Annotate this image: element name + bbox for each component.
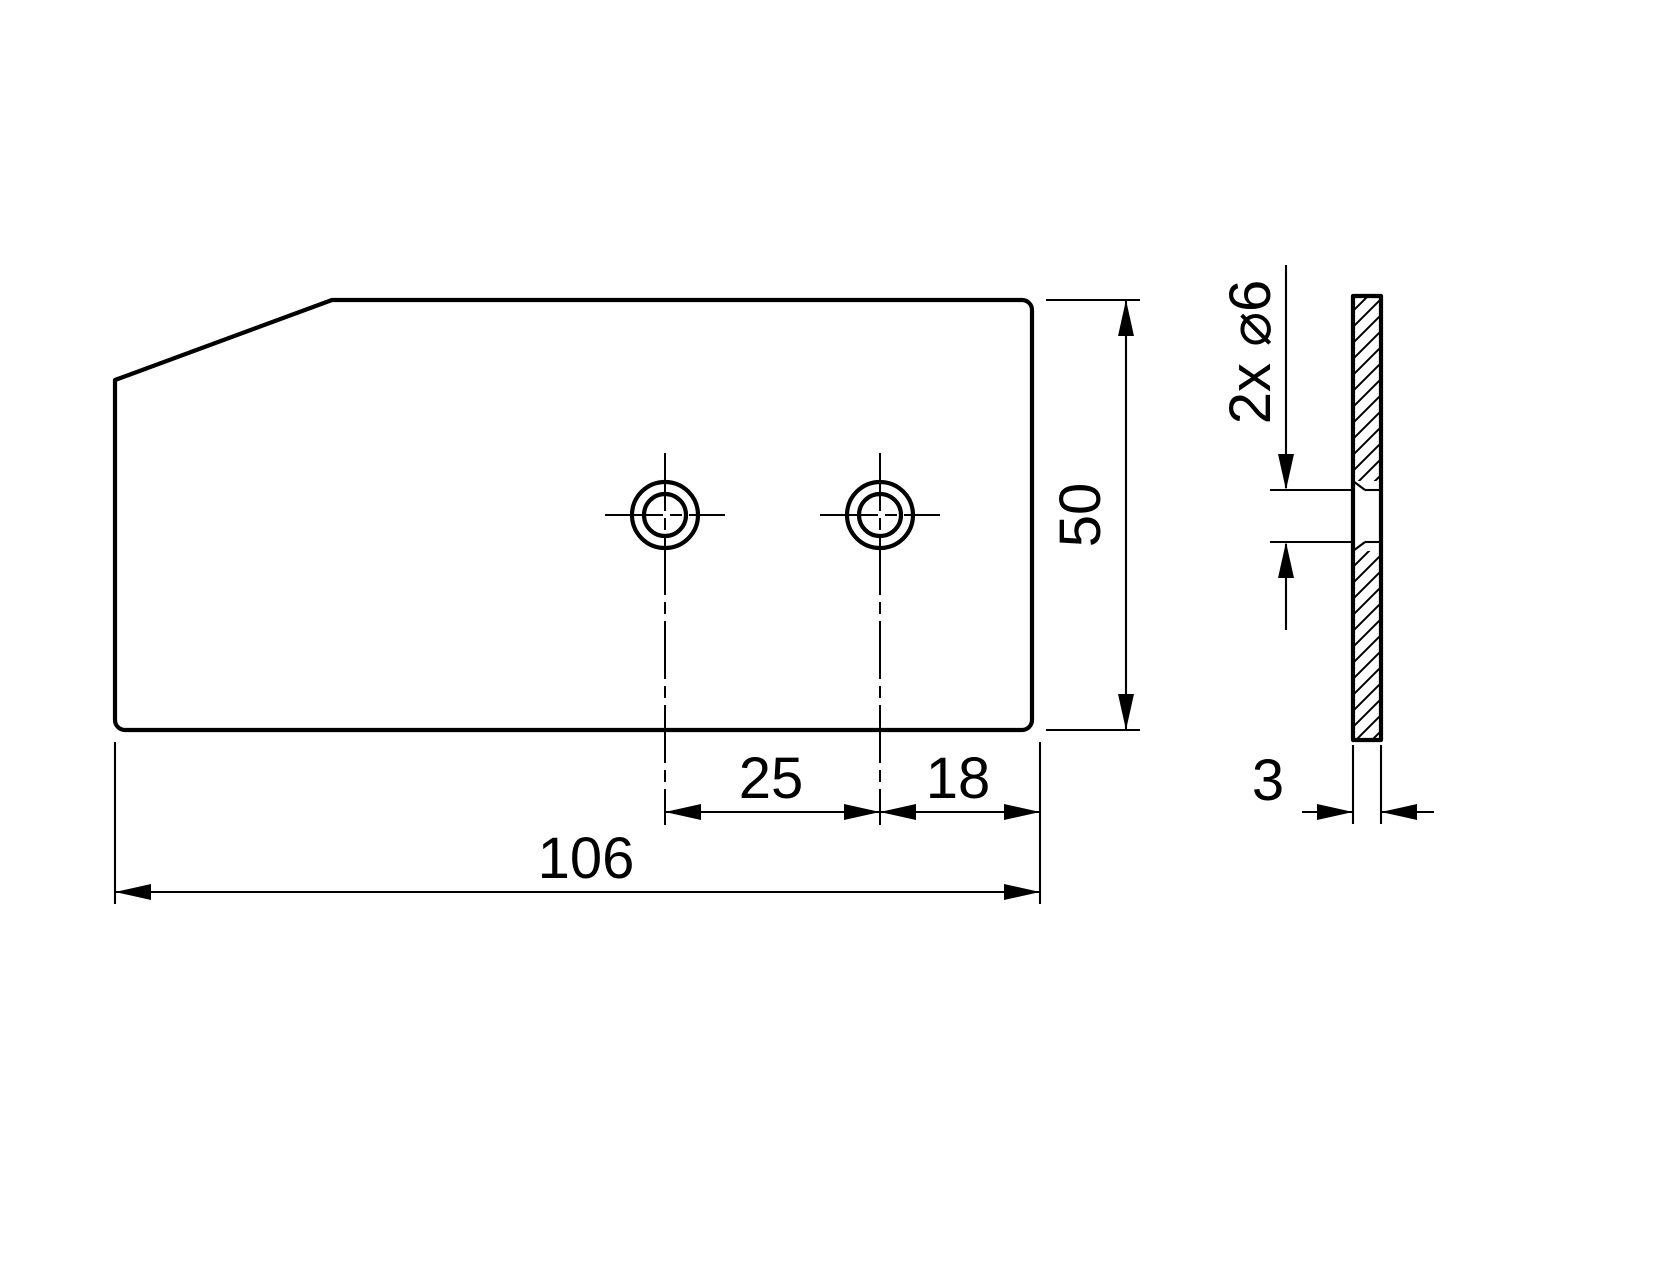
- front-view-outline: [112, 297, 1035, 733]
- dim-3-label: 3: [1252, 748, 1284, 813]
- dim-18-arrow-right: [1004, 804, 1040, 820]
- dimension-overall-width: 106: [113, 742, 1042, 904]
- dim-d6-arrow-bottom: [1278, 542, 1294, 578]
- dim-3-arrow-left: [1317, 804, 1353, 820]
- side-view-hatch-top: [1353, 296, 1381, 481]
- dim-25-label: 25: [739, 746, 804, 811]
- side-view-hatch-bottom: [1353, 551, 1381, 740]
- dim-106-arrow-right: [1004, 884, 1040, 900]
- side-view-outline: [1350, 293, 1384, 743]
- dim-18-label: 18: [926, 746, 991, 811]
- dim-d6-arrow-top: [1278, 454, 1294, 490]
- dim-50-arrow-top: [1118, 300, 1134, 336]
- dim-106-arrow-left: [115, 884, 151, 900]
- dimension-overall-height: 50: [1046, 298, 1140, 732]
- side-hole-countersink-bottom: [1352, 541, 1366, 552]
- dimension-hole-diameter: 2x ⌀6: [1218, 265, 1353, 630]
- side-view: [1350, 293, 1384, 743]
- dim-3-arrow-right: [1381, 804, 1417, 820]
- dim-25-arrow-right: [844, 804, 880, 820]
- dim-50-label: 50: [1048, 483, 1113, 548]
- dimension-hole-spacing: 25: [665, 746, 880, 820]
- dimension-hole-to-edge: 18: [880, 746, 1040, 820]
- dim-d6-label: 2x ⌀6: [1218, 280, 1283, 425]
- dimension-thickness: 3: [1252, 745, 1434, 824]
- dim-18-arrow-left: [880, 804, 916, 820]
- dim-25-arrow-left: [665, 804, 701, 820]
- dim-106-label: 106: [538, 826, 635, 891]
- front-view: [112, 297, 1035, 825]
- dim-50-arrow-bottom: [1118, 694, 1134, 730]
- side-hole-countersink-top: [1352, 480, 1366, 491]
